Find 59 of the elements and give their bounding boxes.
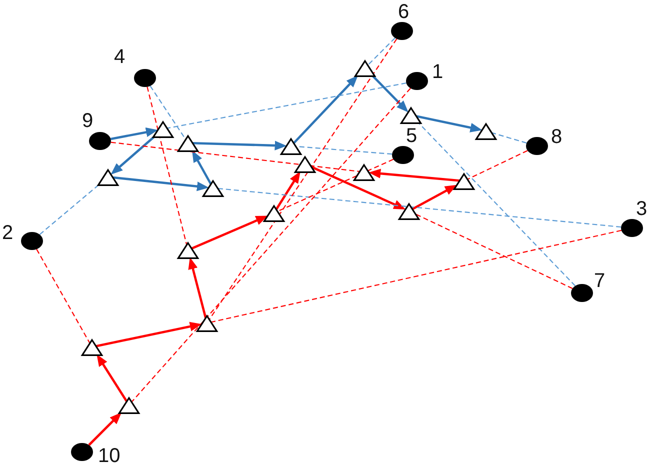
arrow [412,184,457,210]
triangle-marker [294,156,316,172]
dashed-line [211,230,622,323]
arrow [192,140,287,150]
dashed-line [150,86,186,140]
triangle-marker [280,138,302,154]
dashed-line [110,142,360,172]
point-number: 5 [406,126,418,146]
dashed-line [36,248,90,344]
point-number: 8 [551,127,562,147]
arrow [96,354,128,402]
dashed-line [218,188,622,228]
dashed-line [492,132,527,144]
arrow [88,412,122,446]
triangle-marker [354,60,376,76]
dashed-line [167,82,406,129]
arrow [293,75,358,144]
triangle-marker [177,242,199,258]
triangle-marker [152,120,174,138]
triangle-marker [353,164,375,180]
arrow [96,322,202,348]
dashed-line [39,184,100,235]
triangle-marker [81,338,103,356]
arrow [275,171,300,210]
dashed-line [418,122,576,286]
arrow [191,216,268,250]
dashed-line [368,38,396,66]
dashed-line [467,150,528,180]
triangle-marker [453,172,475,190]
point-number: 3 [636,199,648,219]
triangle-marker [177,134,199,152]
arrow [113,176,209,192]
point-number: 1 [432,62,444,82]
dashed-line [146,86,188,245]
triangle-marker [202,180,224,196]
triangle-marker [400,106,422,124]
point-number: 2 [2,223,14,243]
point-number: 6 [398,2,410,22]
point-number: 7 [594,271,606,291]
arrow [110,136,155,175]
triangle-marker [97,168,119,186]
triangle-marker [398,202,420,220]
triangle-marker [475,122,497,140]
arrow [416,115,482,132]
triangle-marker [263,204,285,222]
dashed-line [416,214,573,289]
dashed-line [131,88,411,402]
arrow [188,257,207,318]
arrow [372,74,408,112]
arrow [311,166,406,210]
arrow [192,150,212,185]
point-number: 9 [82,111,94,131]
dashed-line [277,158,394,212]
triangle-marker [196,314,218,332]
arrow [368,168,460,182]
point-number: 4 [114,47,126,67]
triangle-marker [118,396,140,414]
point-number: 10 [98,446,120,466]
arrow [110,128,158,140]
